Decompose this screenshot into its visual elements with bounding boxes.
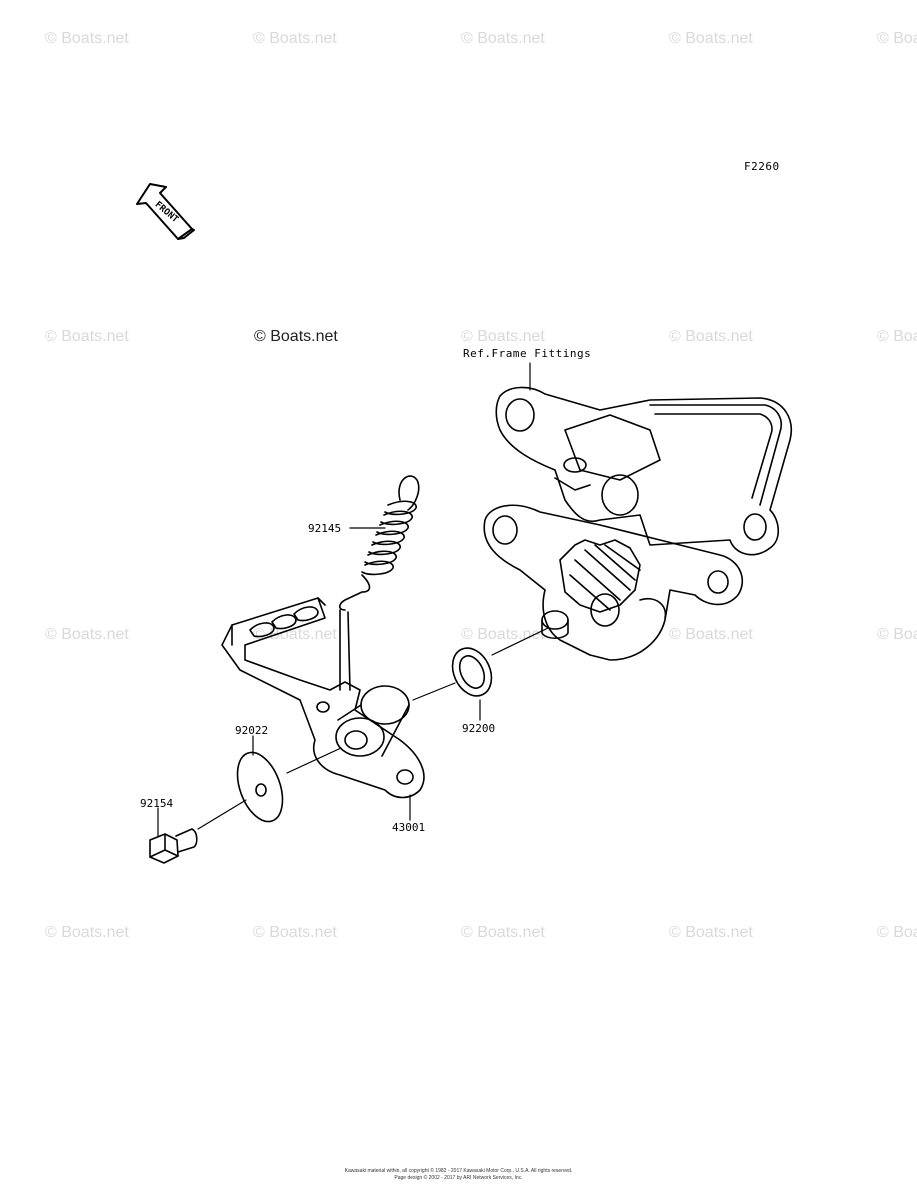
bolt-92154 (149, 807, 198, 864)
watermark: © Boats.net (45, 626, 129, 643)
watermark: © Boats.net (877, 626, 917, 643)
footer-design-credit: Page design © 2002 - 2017 by ARI Network… (394, 1175, 523, 1181)
frame-fitting-lower (483, 504, 744, 661)
watermark: © Boats.net (669, 626, 753, 643)
watermark: © Boats.net (877, 328, 917, 345)
part-label-43001[interactable]: 43001 (392, 821, 426, 834)
spring-92145 (338, 475, 420, 611)
watermark: © Boats.net (253, 924, 337, 941)
brake-pedal-43001 (221, 597, 425, 821)
watermark-main: © Boats.net (254, 328, 338, 345)
watermark: © Boats.net (253, 30, 337, 47)
footer-copyright: Kawasaki material within, all copyright … (344, 1168, 573, 1174)
washer-92022 (236, 735, 284, 823)
watermark: © Boats.net (669, 328, 753, 345)
part-label-92022[interactable]: 92022 (235, 724, 269, 737)
watermark: © Boats.net (461, 626, 545, 643)
watermark: © Boats.net (461, 924, 545, 941)
assembly-axis-lines (197, 627, 549, 830)
watermark: © Boats.net (461, 30, 545, 47)
washer-92200 (451, 647, 493, 721)
watermark: © Boats.net (45, 30, 129, 47)
watermark: © Boats.net (669, 924, 753, 941)
pedal-boss (335, 685, 410, 757)
part-label-92200[interactable]: 92200 (462, 722, 496, 735)
watermark: © Boats.net (877, 30, 917, 47)
watermark: © Boats.net (45, 924, 129, 941)
watermark: © Boats.net (45, 328, 129, 345)
part-label-92145[interactable]: 92145 (308, 522, 342, 535)
frame-fitting-upper (495, 386, 792, 556)
front-arrow-icon: FRONT (136, 183, 195, 240)
watermark: © Boats.net (669, 30, 753, 47)
watermark: © Boats.net (461, 328, 545, 345)
part-label-92154[interactable]: 92154 (140, 797, 174, 810)
watermark: © Boats.net (877, 924, 917, 941)
diagram-code: F2260 (744, 160, 780, 173)
reference-label: Ref.Frame Fittings (463, 347, 592, 360)
